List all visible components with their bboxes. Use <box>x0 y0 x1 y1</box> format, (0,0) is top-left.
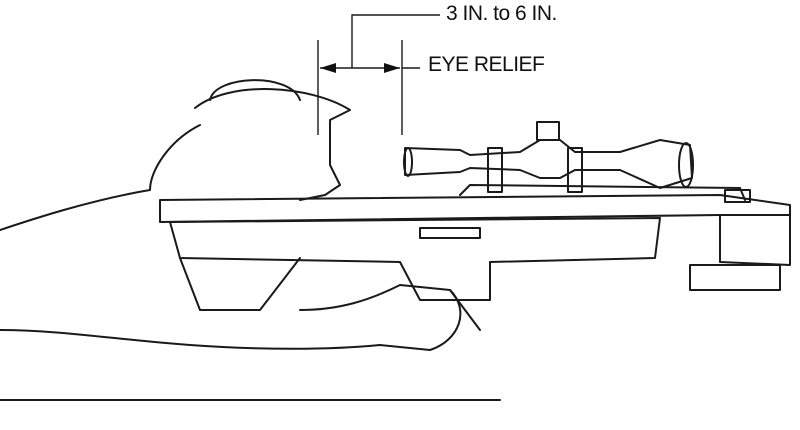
rifle-scope <box>403 121 694 193</box>
eye-relief-dimension <box>317 14 440 135</box>
eye-relief-range-label: 3 IN. to 6 IN. <box>446 2 557 25</box>
shooter-figure <box>0 79 501 401</box>
arrowhead-right-icon <box>384 63 400 73</box>
arrowhead-left-icon <box>320 63 336 73</box>
rifle <box>159 184 791 331</box>
eye-relief-label: EYE RELIEF <box>428 53 545 76</box>
